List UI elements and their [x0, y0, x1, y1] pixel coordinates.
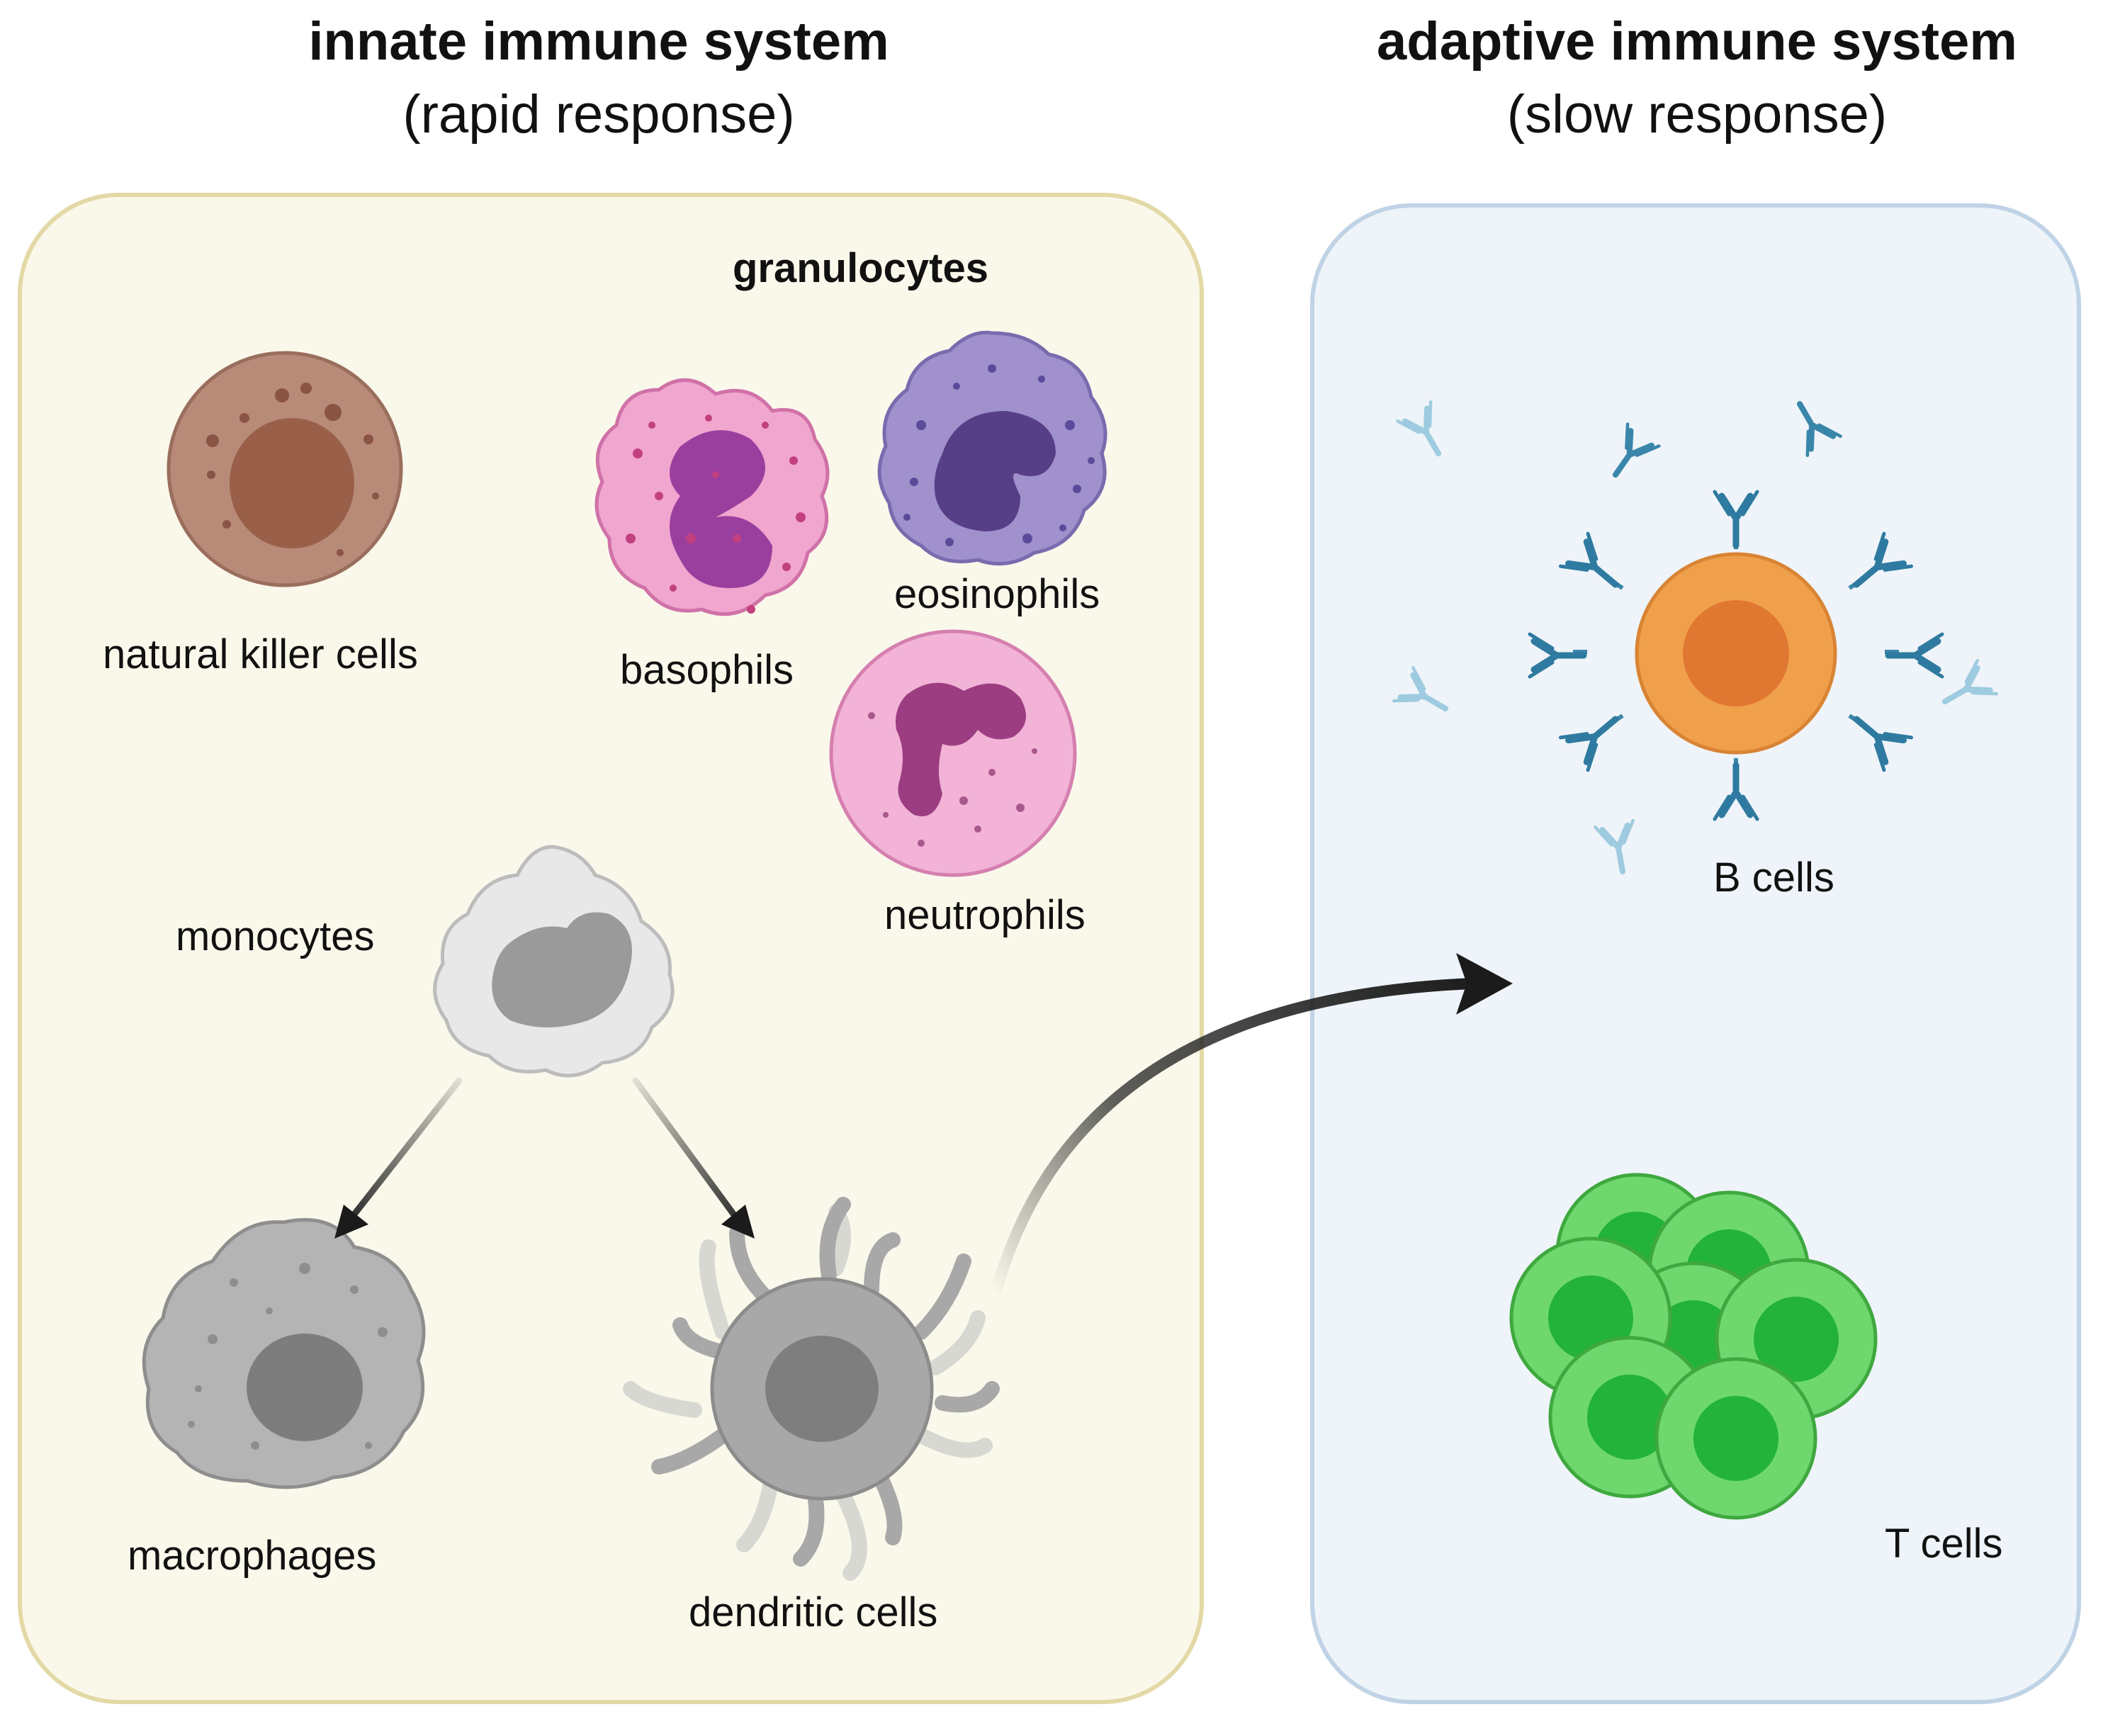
adaptive-panel — [1310, 203, 2081, 1704]
adaptive-title: adaptive immune system — [1377, 11, 2017, 72]
adaptive-title-block: adaptive immune system (slow response) — [1332, 6, 2062, 151]
neutrophils-label: neutrophils — [884, 892, 1086, 938]
natural-killer-cell-icon — [167, 351, 403, 587]
monocyte-icon — [433, 845, 675, 1078]
monocytes-label: monocytes — [176, 913, 375, 959]
arrow-to-dendritic-cell — [632, 1077, 755, 1239]
granulocytes-heading: granulocytes — [733, 245, 988, 291]
t-cells-icon — [1509, 1173, 1878, 1520]
innate-title-block: innate immune system (rapid response) — [213, 6, 985, 151]
t-cells-label: T cells — [1885, 1521, 2003, 1567]
basophils-label: basophils — [620, 647, 794, 693]
adaptive-subtitle: (slow response) — [1506, 84, 1888, 145]
innate-subtitle: (rapid response) — [402, 84, 795, 145]
innate-title: innate immune system — [308, 11, 889, 72]
natural-killer-label: natural killer cells — [103, 631, 418, 677]
arrow-to-adaptive-system — [990, 953, 1513, 1299]
macrophage-icon — [142, 1218, 426, 1489]
eosinophils-label: eosinophils — [894, 571, 1100, 617]
eosinophil-icon — [877, 330, 1107, 566]
b-cells-label: B cells — [1713, 855, 1834, 901]
neutrophil-icon — [829, 629, 1077, 877]
macrophages-label: macrophages — [128, 1533, 377, 1579]
basophil-icon — [594, 378, 830, 616]
b-cell-icon — [1530, 492, 1942, 819]
arrow-to-macrophage — [334, 1077, 463, 1239]
dendritic-cells-label: dendritic cells — [689, 1589, 938, 1635]
dendritic-cell-icon — [623, 1197, 1000, 1581]
